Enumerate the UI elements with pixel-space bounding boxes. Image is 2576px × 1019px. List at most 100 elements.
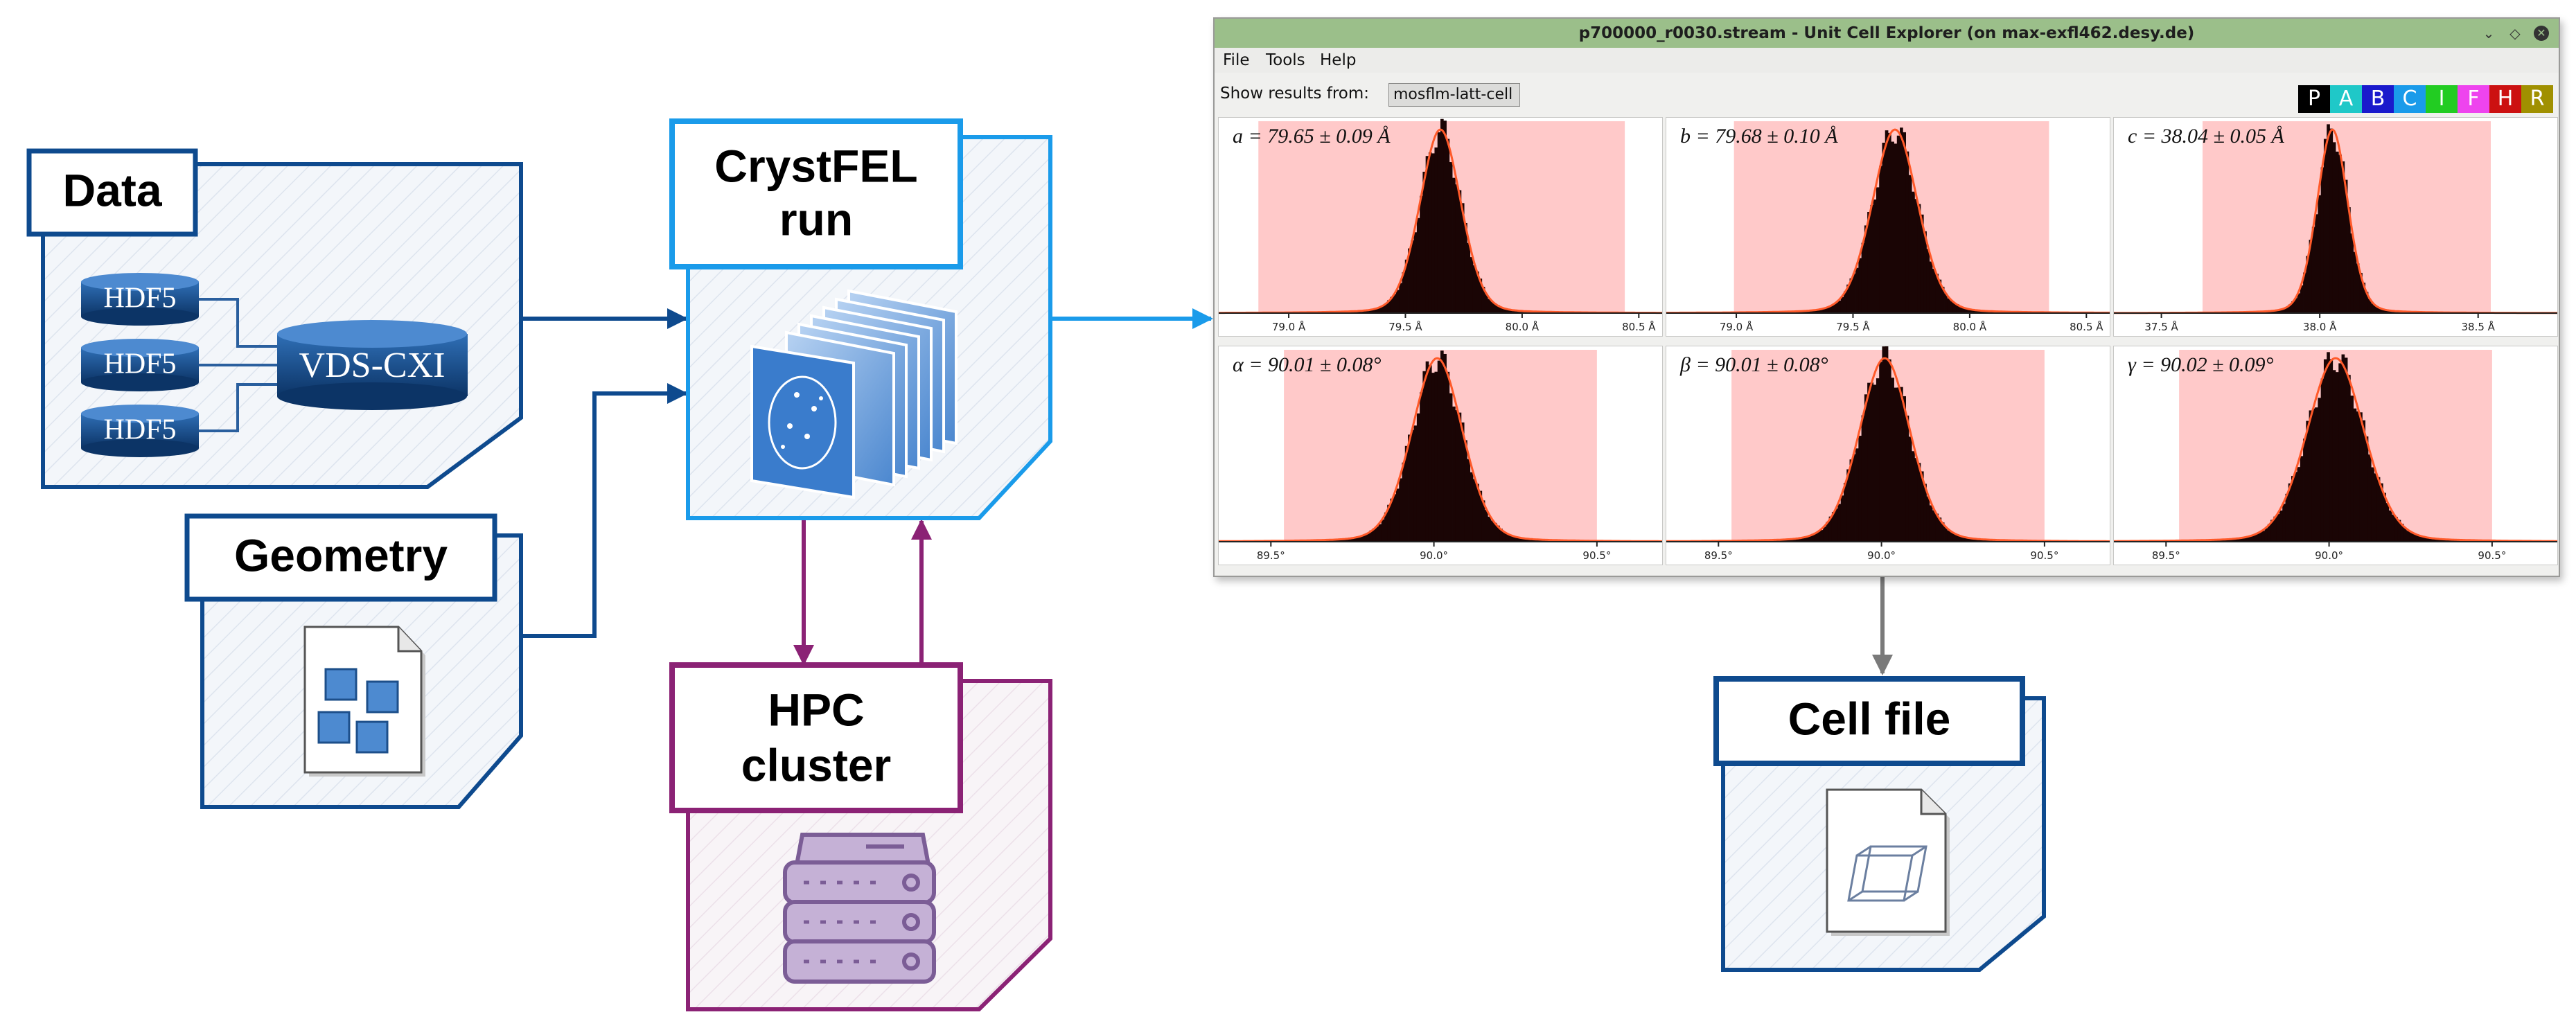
histogram-bar (1885, 130, 1889, 313)
fit-curve (1666, 357, 2110, 542)
cell-type-button-h[interactable]: H (2489, 85, 2521, 113)
histogram-bar (1799, 538, 1803, 542)
cell-type-button-a[interactable]: A (2330, 85, 2362, 113)
histogram-bar (2320, 167, 2324, 313)
histogram-bar (1831, 303, 1835, 313)
histogram-bar (2341, 354, 2345, 542)
histogram-bar (2306, 256, 2309, 313)
histogram-bar (1413, 425, 1418, 542)
maximize-icon[interactable]: ◇ (2509, 25, 2521, 42)
histogram-bar (1464, 440, 1467, 542)
histogram-bar (2380, 308, 2383, 313)
histogram-bar (1511, 535, 1515, 542)
histogram-bar (2273, 516, 2277, 542)
histogram-bar (1339, 539, 1343, 542)
histogram-bar (1941, 286, 1945, 313)
histogram-bar (1864, 225, 1868, 313)
histogram-bar (1903, 396, 1906, 542)
histogram-bar (1408, 248, 1411, 313)
histogram-bar (1844, 483, 1847, 542)
menu-tools[interactable]: Tools (1266, 51, 1305, 69)
histogram-bar (2338, 363, 2342, 542)
histogram-bar (2252, 534, 2257, 542)
histogram-bar (1493, 303, 1497, 313)
window-titlebar[interactable]: p700000_r0030.stream - Unit Cell Explore… (1215, 19, 2559, 48)
histogram-bar (2311, 408, 2315, 542)
histogram-bar (1420, 392, 1423, 542)
histogram-bar (1464, 222, 1467, 313)
histogram-bar (1876, 187, 1880, 313)
histogram-bar (1867, 212, 1871, 313)
results-source-select[interactable]: mosflm-latt-cell (1388, 83, 1520, 107)
histogram-bar (1947, 530, 1950, 542)
histogram-bars (2114, 352, 2557, 542)
histogram-bar (2323, 139, 2327, 313)
histogram-bar (1849, 459, 1853, 542)
histogram-bar (1346, 538, 1350, 542)
x-tick-label: 79.0 Å (1720, 320, 1754, 333)
cell-type-button-b[interactable]: B (2362, 85, 2394, 113)
unit-cell-explorer-window: p700000_r0030.stream - Unit Cell Explore… (1213, 17, 2560, 577)
histogram-bar (2223, 539, 2227, 542)
histogram-bar (2288, 304, 2292, 313)
histogram-bar (2362, 420, 2366, 542)
histogram-bar (1369, 530, 1373, 542)
histogram-bar (1440, 351, 1444, 542)
histogram-bar (2291, 301, 2295, 313)
histogram-bar (2259, 532, 2262, 542)
histogram-bar (1481, 500, 1485, 542)
histogram-bar (1808, 535, 1812, 542)
menu-file[interactable]: File (1223, 51, 1250, 69)
histogram-bar (2359, 272, 2363, 313)
x-tick-label: 79.0 Å (1272, 320, 1306, 333)
cell-type-button-f[interactable]: F (2458, 85, 2489, 113)
histogram-bar (2433, 538, 2437, 542)
cell-type-button-c[interactable]: C (2394, 85, 2426, 113)
histogram-bar (1537, 539, 1542, 542)
histogram-bar (1888, 359, 1891, 542)
histogram-bar (1870, 204, 1874, 313)
cell-type-button-r[interactable]: R (2521, 85, 2553, 113)
x-tick-label: 37.5 Å (2144, 320, 2178, 333)
histogram-bar (1891, 141, 1894, 313)
histogram-bar (1535, 539, 1539, 542)
histogram-bar (2232, 538, 2236, 542)
histogram-bar (1885, 346, 1889, 542)
histogram-bar (1488, 299, 1491, 313)
histogram-bar (1520, 310, 1524, 313)
histogram-bar (1894, 143, 1898, 313)
histogram-bar (2397, 520, 2401, 542)
histogram-bar (1835, 508, 1838, 542)
histogram-bar (1900, 387, 1903, 542)
histogram-bar (2323, 359, 2327, 542)
histogram-bar (1378, 524, 1382, 542)
histogram-bar (1817, 310, 1821, 313)
histogram-bar (1938, 279, 1942, 313)
histogram-bar (2356, 263, 2360, 313)
histogram-bar (1959, 305, 1963, 313)
hpc-title-line1: HPC (768, 684, 864, 735)
histogram-bar (1852, 273, 1856, 313)
histogram-bar (2303, 438, 2306, 542)
histogram-panel-beta: 89.5°90.0°90.5° β = 90.01 ± 0.08° (1666, 346, 2110, 565)
histogram-label-gamma: γ = 90.02 ± 0.09° (2128, 353, 2274, 376)
histogram-bar (2261, 531, 2265, 542)
histogram-bar (2327, 124, 2330, 313)
histogram-bar (1817, 531, 1821, 542)
close-icon[interactable]: ✕ (2534, 26, 2549, 41)
cell-type-button-p[interactable]: P (2298, 85, 2330, 113)
histogram-bar (1858, 436, 1862, 542)
histogram-bar (1935, 513, 1939, 542)
histogram-bar (1802, 311, 1806, 313)
minimize-icon[interactable]: ⌄ (2482, 25, 2495, 42)
histogram-bar (1497, 525, 1500, 542)
histogram-bar (2388, 510, 2392, 542)
histogram-bar (1929, 505, 1933, 542)
histogram-bar (1499, 529, 1503, 542)
histogram-bar (1912, 451, 1915, 542)
menu-help[interactable]: Help (1320, 51, 1357, 69)
histogram-bar (1826, 307, 1830, 313)
cell-type-button-i[interactable]: I (2426, 85, 2458, 113)
